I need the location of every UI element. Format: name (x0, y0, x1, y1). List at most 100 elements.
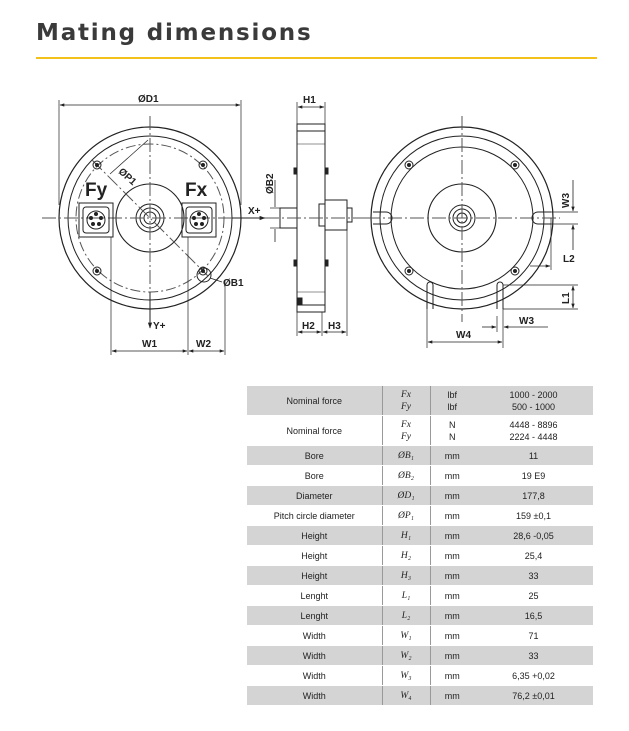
spec-unit-cell: mm (430, 665, 474, 686)
spec-unit-cell: mm (430, 505, 474, 526)
title-underline (36, 57, 597, 59)
spec-unit-cell: mm (430, 545, 474, 566)
spec-unit-cell: mm (430, 565, 474, 586)
spec-symbol-cell: L₁ (381, 585, 431, 606)
spec-value-cell: 177,8 (474, 485, 593, 506)
label-w2: W2 (196, 339, 211, 350)
spec-param-cell: Lenght (247, 585, 382, 606)
label-d1: ØD1 (138, 94, 159, 105)
label-fx: Fx (185, 180, 208, 201)
label-fy: Fy (85, 180, 108, 201)
label-h3: H3 (328, 321, 341, 332)
spec-unit-cell: mm (430, 625, 474, 646)
spec-symbol-line: Fx (400, 389, 412, 400)
label-x-axis: X+ (248, 206, 261, 217)
technical-drawing: ØD1 ØP1 ØB1 ØB2 Fy Fx X+ Y+ W1 W2 H1 H2 … (42, 94, 578, 355)
spec-param-cell: Bore (247, 465, 382, 486)
spec-symbol-cell: W₂ (381, 645, 431, 666)
spec-value-cell: 16,5 (474, 605, 593, 626)
spec-param-cell: Height (247, 525, 382, 546)
spec-symbol-line: Fx (400, 419, 412, 430)
spec-symbol-line: Fy (400, 431, 412, 442)
spec-symbol-cell: W₁ (381, 625, 431, 646)
spec-value-cell: 11 (474, 445, 593, 466)
label-b2: ØB2 (265, 173, 276, 194)
spec-unit-cell: mm (430, 685, 474, 706)
label-w3-bottom: W3 (519, 316, 534, 327)
spec-param-cell: Width (247, 625, 382, 646)
label-l1: L1 (561, 292, 572, 304)
spec-value-cell: 25 (474, 585, 593, 606)
spec-param-cell: Lenght (247, 605, 382, 626)
label-h1: H1 (303, 95, 316, 106)
spec-value-line: 4448 - 8896 (509, 419, 558, 430)
spec-symbol-cell: H₁ (381, 525, 431, 546)
spec-param-cell: Width (247, 665, 382, 686)
spec-unit-line: lbf (447, 389, 457, 400)
label-p1: ØP1 (116, 166, 139, 188)
spec-value-cell: 33 (474, 645, 593, 666)
page-title: Mating dimensions (36, 20, 313, 46)
spec-value-cell: 19 E9 (474, 465, 593, 486)
label-b1: ØB1 (223, 278, 244, 289)
spec-param-cell: Height (247, 565, 382, 586)
spec-value-cell: 28,6 -0,05 (474, 525, 593, 546)
spec-unit-cell: mm (430, 445, 474, 466)
label-y-axis: Y+ (153, 321, 166, 332)
spec-symbol-cell: ØP₁ (381, 505, 431, 526)
spec-param-cell: Diameter (247, 485, 382, 506)
spec-param-cell: Pitch circle diameter (247, 505, 382, 526)
back-view (366, 116, 578, 348)
spec-param-cell: Nominal force (247, 386, 382, 416)
spec-symbol-cell: ØB₁ (381, 445, 431, 466)
spec-value-cell: 159 ±0,1 (474, 505, 593, 526)
spec-unit-cell: mm (430, 485, 474, 506)
spec-param-cell: Bore (247, 445, 382, 466)
label-l2: L2 (563, 254, 575, 265)
spec-symbol-cell: ØB₂ (381, 465, 431, 486)
front-view (42, 100, 266, 355)
spec-symbol-line: Fy (400, 401, 412, 412)
label-w1: W1 (142, 339, 157, 350)
label-w3-right: W3 (561, 193, 572, 208)
spec-unit-cell: mm (430, 465, 474, 486)
spec-unit-cell: mm (430, 585, 474, 606)
spec-symbol-cell: H₃ (381, 565, 431, 586)
spec-symbol-cell: H₂ (381, 545, 431, 566)
spec-param-cell: Width (247, 685, 382, 706)
spec-value-cell: 76,2 ±0,01 (474, 685, 593, 706)
spec-value-cell: 33 (474, 565, 593, 586)
label-w4: W4 (456, 330, 471, 341)
spec-unit-line: N (449, 419, 456, 430)
spec-param-cell: Nominal force (247, 415, 382, 446)
spec-value-line: 500 - 1000 (511, 401, 556, 412)
side-view (265, 102, 370, 336)
spec-unit-line: N (449, 431, 456, 442)
spec-symbol-cell: W₄ (381, 685, 431, 706)
spec-param-cell: Height (247, 545, 382, 566)
spec-symbol-cell: L₂ (381, 605, 431, 626)
spec-value-cell: 25,4 (474, 545, 593, 566)
spec-symbol-cell: ØD₁ (381, 485, 431, 506)
spec-value-line: 2224 - 4448 (509, 431, 558, 442)
spec-unit-cell: mm (430, 525, 474, 546)
spec-value-cell: 71 (474, 625, 593, 646)
